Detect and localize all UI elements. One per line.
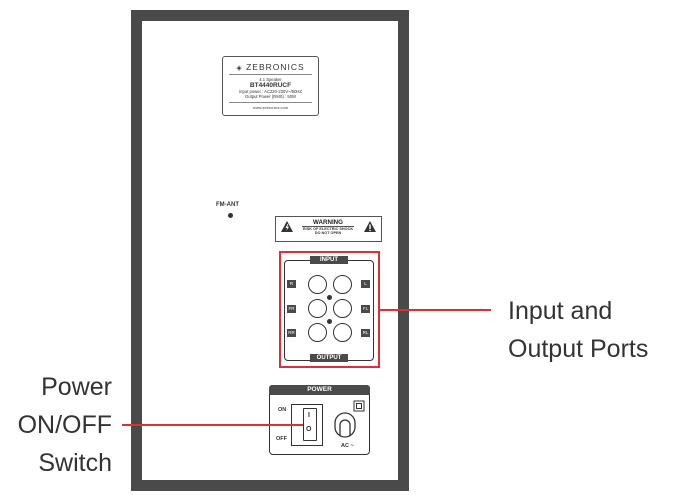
jack-divider-dot bbox=[327, 319, 332, 324]
output-power-spec: Output Power (RMS) : 50W bbox=[245, 94, 296, 99]
output-label: OUTPUT bbox=[310, 354, 348, 362]
channel-tag-rl: RL bbox=[361, 329, 370, 337]
jack-l[interactable] bbox=[333, 275, 352, 294]
power-callout-line-1: Power bbox=[41, 373, 112, 401]
model-number: BT4440RUCF bbox=[249, 82, 292, 89]
power-on-label: ON bbox=[278, 407, 287, 413]
warning-text: RISK OF ELECTRIC SHOCK DO NOT OPEN bbox=[298, 227, 358, 236]
ac-input-label: AC ~ bbox=[341, 443, 354, 449]
ac-socket-icon[interactable] bbox=[334, 412, 356, 438]
channel-tag-fl: FL bbox=[361, 305, 370, 313]
jack-rr[interactable] bbox=[308, 323, 327, 342]
input-label: INPUT bbox=[310, 256, 348, 264]
brand-logo-icon: ◈ bbox=[236, 65, 243, 72]
fm-antenna-label: FM-ANT bbox=[216, 202, 239, 208]
brand-name: ◈ ZEBRONICS bbox=[236, 62, 305, 72]
channel-tag-fr: FR bbox=[287, 305, 296, 313]
io-ports-highlight bbox=[279, 251, 380, 368]
channel-tag-rr: RR bbox=[287, 329, 296, 337]
caution-triangle-icon bbox=[364, 221, 376, 232]
fm-antenna-port[interactable] bbox=[228, 213, 233, 218]
jack-divider-dot bbox=[327, 295, 332, 300]
power-callout-line-3: Switch bbox=[38, 449, 112, 477]
jack-rl[interactable] bbox=[333, 323, 352, 342]
jack-fr[interactable] bbox=[308, 299, 327, 318]
double-insulation-icon bbox=[353, 400, 365, 412]
io-callout-line-2: Output Ports bbox=[508, 335, 649, 363]
switch-on-mark: I bbox=[308, 412, 310, 419]
jack-fl[interactable] bbox=[333, 299, 352, 318]
input-power-spec: Input power : AC220-230V~/50HZ bbox=[239, 89, 302, 94]
power-switch-callout: Power ON/OFF Switch bbox=[10, 368, 112, 482]
warning-line-2: DO NOT OPEN bbox=[314, 231, 342, 236]
brand-divider bbox=[229, 74, 312, 75]
speaker-type: 4.1 Speaker bbox=[259, 77, 282, 82]
io-ports-callout: Input and Output Ports bbox=[508, 292, 648, 368]
warning-label bbox=[275, 216, 382, 242]
warning-triangle-icon bbox=[281, 221, 293, 232]
website-divider bbox=[229, 102, 312, 103]
power-off-label: OFF bbox=[276, 436, 287, 442]
power-on-off-switch[interactable] bbox=[303, 408, 317, 441]
warning-line-1: RISK OF ELECTRIC SHOCK bbox=[302, 227, 354, 231]
io-callout-line-1: Input and bbox=[508, 297, 613, 325]
product-label-plate: ◈ ZEBRONICS 4.1 Speaker BT4440RUCF Input… bbox=[222, 56, 319, 116]
warning-title: WARNING bbox=[302, 219, 354, 227]
switch-off-mark: O bbox=[306, 426, 312, 433]
jack-r[interactable] bbox=[308, 275, 327, 294]
power-title: POWER bbox=[269, 385, 370, 395]
channel-tag-r: R bbox=[287, 280, 296, 288]
website-text: www.zebronics.com bbox=[252, 105, 289, 110]
power-callout-line-2: ON/OFF bbox=[17, 411, 112, 439]
channel-tag-l: L bbox=[361, 280, 370, 288]
